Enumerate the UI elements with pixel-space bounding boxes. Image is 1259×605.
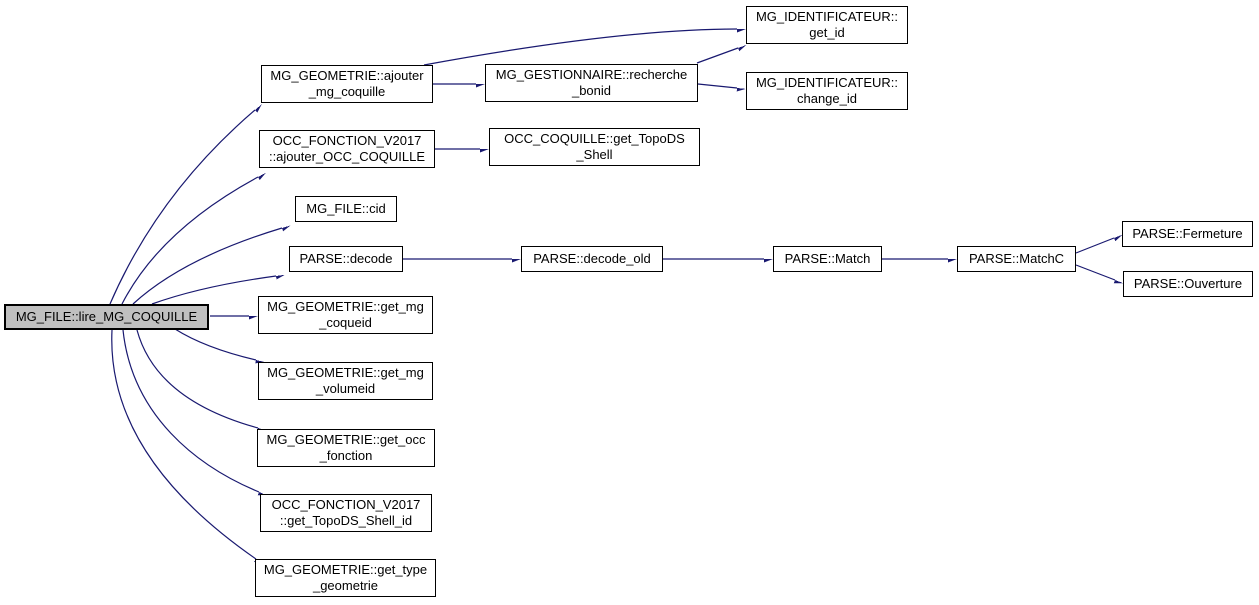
- node-change_id[interactable]: MG_IDENTIFICATEUR:: change_id: [746, 72, 908, 110]
- edge-lire_MG_COQUILLE-to-cid: [132, 228, 282, 305]
- node-decode[interactable]: PARSE::decode: [289, 246, 403, 272]
- node-Match[interactable]: PARSE::Match: [773, 246, 882, 272]
- node-lire_MG_COQUILLE: MG_FILE::lire_MG_COQUILLE: [4, 304, 209, 330]
- node-label-get_occ_fonction: MG_GEOMETRIE::get_occ _fonction: [266, 432, 426, 463]
- edge-lire_MG_COQUILLE-to-get_type_geometrie: [111, 329, 256, 559]
- node-label-get_mg_volumeid: MG_GEOMETRIE::get_mg _volumeid: [267, 365, 424, 396]
- edge-MatchC-to-Fermeture: [1075, 238, 1114, 254]
- node-get_id[interactable]: MG_IDENTIFICATEUR:: get_id: [746, 6, 908, 44]
- node-label-Match: PARSE::Match: [784, 251, 871, 266]
- edge-lire_MG_COQUILLE-to-get_TopoDS_Shell_id: [122, 329, 259, 492]
- node-label-get_type_geometrie: MG_GEOMETRIE::get_type _geometrie: [263, 562, 428, 593]
- node-label-Ouverture: PARSE::Ouverture: [1133, 276, 1243, 291]
- node-label-decode_old: PARSE::decode_old: [533, 251, 651, 266]
- node-cid[interactable]: MG_FILE::cid: [295, 196, 397, 222]
- node-label-get_mg_coqueid: MG_GEOMETRIE::get_mg _coqueid: [267, 299, 424, 330]
- node-Fermeture[interactable]: PARSE::Fermeture: [1122, 221, 1253, 247]
- node-label-get_TopoDS_Shell: OCC_COQUILLE::get_TopoDS _Shell: [504, 131, 685, 162]
- node-get_type_geometrie[interactable]: MG_GEOMETRIE::get_type _geometrie: [255, 559, 436, 597]
- edge-recherche_bonid-to-get_id: [696, 48, 738, 64]
- node-label-recherche_bonid: MG_GESTIONNAIRE::recherche _bonid: [495, 67, 688, 98]
- node-ajouter_mg_coquille[interactable]: MG_GEOMETRIE::ajouter _mg_coquille: [261, 65, 433, 103]
- node-label-ajouter_mg_coquille: MG_GEOMETRIE::ajouter _mg_coquille: [270, 68, 424, 99]
- node-decode_old[interactable]: PARSE::decode_old: [521, 246, 663, 272]
- edge-lire_MG_COQUILLE-to-get_occ_fonction: [136, 329, 258, 428]
- node-label-ajouter_OCC_COQUILLE: OCC_FONCTION_V2017 ::ajouter_OCC_COQUILL…: [268, 133, 426, 164]
- node-get_TopoDS_Shell[interactable]: OCC_COQUILLE::get_TopoDS _Shell: [489, 128, 700, 166]
- edge-lire_MG_COQUILLE-to-ajouter_OCC_COQUILLE: [121, 177, 258, 305]
- node-ajouter_OCC_COQUILLE[interactable]: OCC_FONCTION_V2017 ::ajouter_OCC_COQUILL…: [259, 130, 435, 168]
- node-label-get_id: MG_IDENTIFICATEUR:: get_id: [755, 9, 899, 40]
- node-label-MatchC: PARSE::MatchC: [968, 251, 1065, 266]
- edge-lire_MG_COQUILLE-to-get_mg_volumeid: [174, 328, 256, 360]
- node-label-decode: PARSE::decode: [299, 251, 393, 266]
- edge-MatchC-to-Ouverture: [1075, 264, 1115, 280]
- edge-lire_MG_COQUILLE-to-decode: [151, 276, 276, 305]
- edge-lire_MG_COQUILLE-to-ajouter_mg_coquille: [109, 110, 255, 305]
- node-get_occ_fonction[interactable]: MG_GEOMETRIE::get_occ _fonction: [257, 429, 435, 467]
- node-label-change_id: MG_IDENTIFICATEUR:: change_id: [755, 75, 899, 106]
- node-label-get_TopoDS_Shell_id: OCC_FONCTION_V2017 ::get_TopoDS_Shell_id: [271, 497, 421, 528]
- edge-recherche_bonid-to-change_id: [697, 83, 737, 88]
- node-MatchC[interactable]: PARSE::MatchC: [957, 246, 1076, 272]
- node-label-Fermeture: PARSE::Fermeture: [1132, 226, 1243, 241]
- node-get_mg_volumeid[interactable]: MG_GEOMETRIE::get_mg _volumeid: [258, 362, 433, 400]
- node-Ouverture[interactable]: PARSE::Ouverture: [1123, 271, 1253, 297]
- node-label-cid: MG_FILE::cid: [306, 201, 386, 216]
- edge-ajouter_mg_coquille-to-get_id: [423, 28, 737, 66]
- node-recherche_bonid[interactable]: MG_GESTIONNAIRE::recherche _bonid: [485, 64, 698, 102]
- node-get_mg_coqueid[interactable]: MG_GEOMETRIE::get_mg _coqueid: [258, 296, 433, 334]
- node-get_TopoDS_Shell_id[interactable]: OCC_FONCTION_V2017 ::get_TopoDS_Shell_id: [260, 494, 432, 532]
- node-label-lire_MG_COQUILLE: MG_FILE::lire_MG_COQUILLE: [15, 309, 198, 324]
